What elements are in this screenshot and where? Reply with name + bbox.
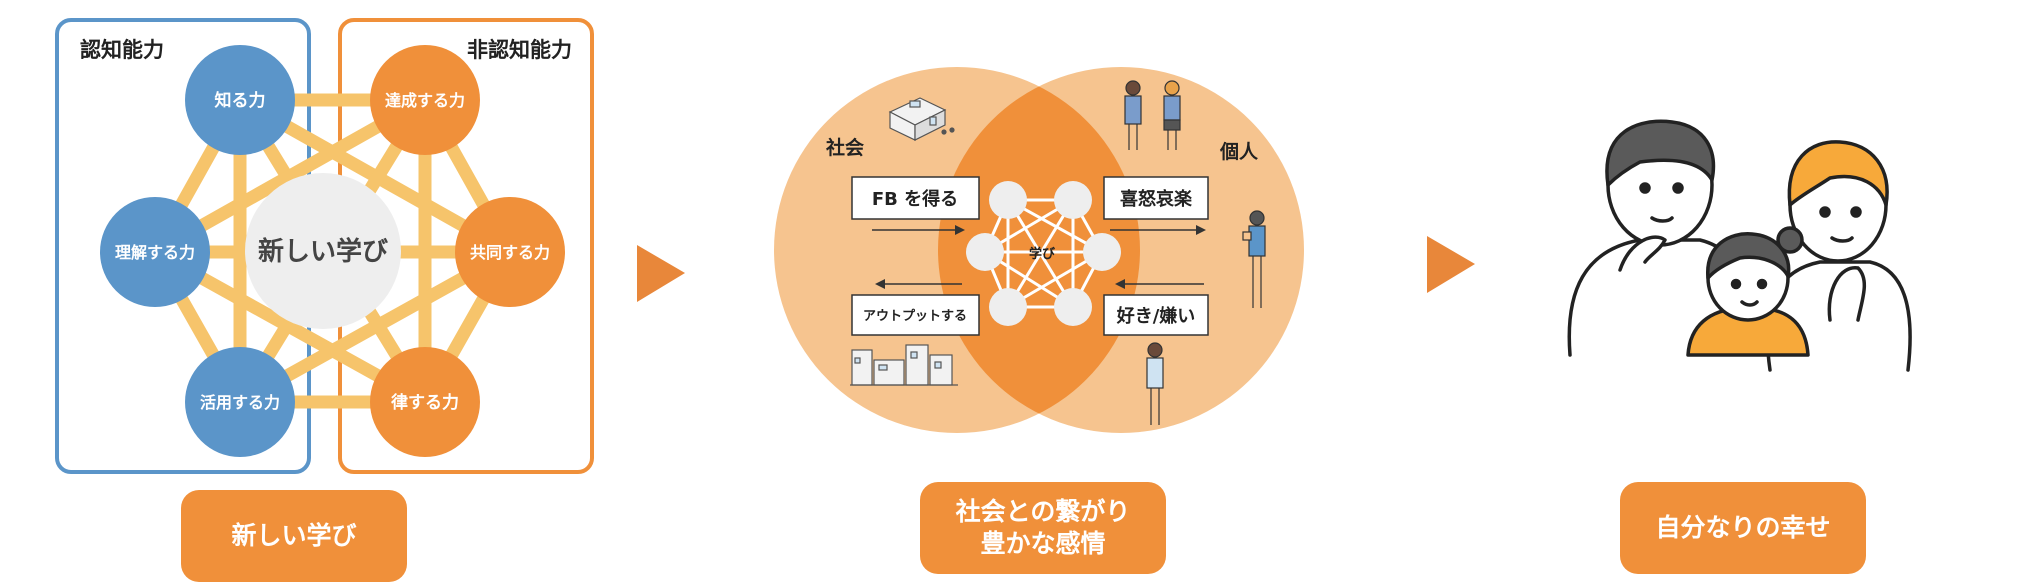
cognitive-node-understand: 理解する力: [100, 197, 210, 307]
center-circle: [245, 173, 401, 329]
noncognitive-node-cooperate: 共同する力: [455, 197, 565, 307]
noncognitive-node-selfcontrol: 律する力: [370, 347, 480, 457]
svg-text:FB を得る: FB を得る: [872, 188, 958, 210]
feedback-box: FB を得る: [851, 176, 980, 220]
caption-text: 自分なりの幸せ: [1655, 513, 1831, 542]
output-box: アウトプットする: [851, 294, 980, 336]
noncognitive-node-achieve: 達成する力: [370, 45, 480, 155]
factory-illustration: [888, 97, 955, 141]
arrow-right-icon: [1110, 225, 1206, 235]
overlap-area: [938, 67, 1140, 433]
learning-nodes: [966, 181, 1121, 326]
arrow-right-icon: [872, 225, 965, 235]
individual-label: 個人: [1219, 141, 1259, 163]
svg-text:共同する力: 共同する力: [470, 243, 550, 262]
caption-text: 新しい学び: [231, 521, 357, 550]
svg-text:知る力: 知る力: [214, 90, 266, 111]
svg-text:理解する力: 理解する力: [115, 243, 195, 262]
town-illustration: [850, 344, 958, 386]
caption-text-line1: 社会との繋がり: [955, 497, 1131, 526]
arrow-left-icon: [875, 279, 962, 289]
society-label: 社会: [825, 136, 864, 159]
svg-text:活用する力: 活用する力: [200, 393, 280, 412]
svg-text:達成する力: 達成する力: [385, 91, 465, 110]
caption-social-connection: 社会との繋がり 豊かな感情: [920, 482, 1166, 574]
student-pair-illustration: [1124, 80, 1181, 150]
cognitive-label: 認知能力: [80, 38, 164, 62]
center-label: 新しい学び: [258, 236, 388, 267]
noncognitive-label: 非認知能力: [467, 38, 572, 62]
caption-text-line2: 豊かな感情: [980, 529, 1106, 558]
arrow-left-icon: [1115, 279, 1204, 289]
caption-own-happiness: 自分なりの幸せ: [1620, 482, 1866, 574]
likes-box: 好き/嫌い: [1103, 294, 1209, 336]
cognitive-node-know: 知る力: [185, 45, 295, 155]
worker-illustration: [1242, 210, 1266, 308]
play-arrow-icon: [1427, 236, 1475, 293]
businessperson-illustration: [1146, 342, 1164, 425]
svg-text:喜怒哀楽: 喜怒哀楽: [1120, 188, 1193, 210]
svg-text:好き/嫌い: 好き/嫌い: [1116, 305, 1196, 327]
svg-text:律する力: 律する力: [390, 392, 459, 413]
happy-people-illustration: [1567, 119, 1912, 372]
cognitive-node-apply: 活用する力: [185, 347, 295, 457]
play-arrow-icon: [637, 245, 685, 302]
emotions-box: 喜怒哀楽: [1103, 176, 1209, 220]
caption-new-learning: 新しい学び: [181, 490, 407, 582]
svg-text:アウトプットする: アウトプットする: [863, 309, 967, 324]
learning-center-label: 学び: [1029, 246, 1056, 262]
